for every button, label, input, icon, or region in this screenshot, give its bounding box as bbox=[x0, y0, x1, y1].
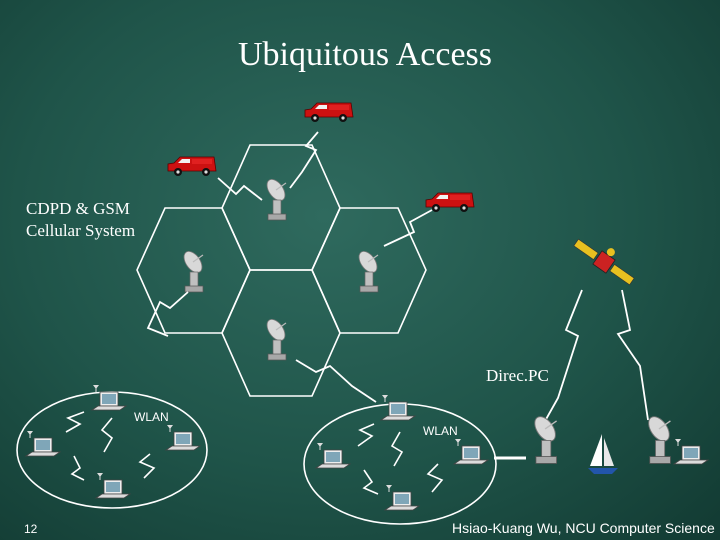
satellite-icon bbox=[573, 238, 635, 286]
cellular-label-line2: Cellular System bbox=[26, 221, 136, 240]
satellite-dish-icon bbox=[262, 315, 290, 361]
lightning-link-icon bbox=[426, 463, 444, 493]
lightning-link-icon bbox=[138, 453, 156, 479]
cellular-label-line1: CDPD & GSM bbox=[26, 199, 130, 218]
satellite-dish-icon bbox=[354, 247, 382, 293]
lightning-link-icon bbox=[217, 177, 263, 201]
lightning-link-icon bbox=[289, 131, 319, 189]
laptop-icon bbox=[384, 484, 420, 511]
satellite-dish-icon bbox=[179, 247, 207, 293]
wlan-right-label: WLAN bbox=[423, 424, 458, 438]
lightning-link-icon bbox=[362, 469, 379, 495]
lightning-link-icon bbox=[383, 209, 433, 247]
cellular-hexagons bbox=[136, 144, 427, 397]
lightning-link-icon bbox=[100, 417, 114, 453]
red-car-icon bbox=[167, 156, 217, 177]
lightning-link-icon bbox=[65, 411, 85, 433]
sailboat-icon bbox=[588, 434, 618, 474]
satellite-service-label: Direc.PC bbox=[486, 366, 549, 385]
laptop-icon bbox=[25, 430, 61, 457]
red-car-icon bbox=[425, 192, 475, 213]
laptop-icon bbox=[165, 424, 201, 451]
lightning-link-icon bbox=[295, 359, 377, 403]
laptop-icon bbox=[315, 442, 351, 469]
slide-number: 12 bbox=[24, 522, 38, 536]
cellular-links bbox=[146, 131, 649, 431]
lightning-link-icon bbox=[70, 455, 85, 481]
lightning-link-icon bbox=[390, 431, 404, 467]
cellular-system-label: CDPD & GSM Cellular System bbox=[26, 198, 135, 242]
red-car-icon bbox=[304, 102, 354, 123]
satellite-dish-icon bbox=[529, 412, 561, 465]
laptop-icon bbox=[91, 384, 127, 411]
laptop-icon bbox=[673, 438, 709, 465]
hex-cell-bottom bbox=[221, 269, 341, 397]
laptop-icon bbox=[95, 472, 131, 499]
lightning-link-icon bbox=[539, 289, 583, 431]
lightning-link-icon bbox=[357, 423, 375, 447]
footer-credit: Hsiao-Kuang Wu, NCU Computer Science bbox=[452, 520, 715, 536]
laptop-icon bbox=[453, 438, 489, 465]
satellite-dish-icon bbox=[262, 175, 290, 221]
wlan-left-label: WLAN bbox=[134, 410, 169, 424]
lightning-link-icon bbox=[616, 289, 649, 421]
satellite-dish-icon bbox=[643, 412, 675, 465]
wlan-links bbox=[65, 411, 444, 495]
slide-title: Ubiquitous Access bbox=[237, 36, 493, 73]
lightning-link-icon bbox=[146, 291, 189, 337]
laptop-icon bbox=[380, 394, 416, 421]
